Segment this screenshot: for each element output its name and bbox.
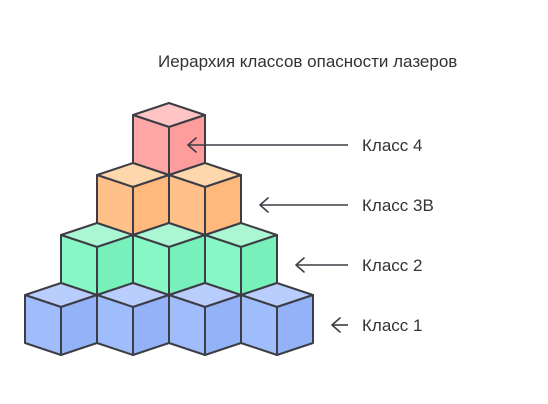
cube-level-3-1 — [60, 222, 134, 296]
cube-level-4-4 — [240, 282, 314, 356]
level-labels: Класс 4 Класс 3B Класс 2 Класс 1 — [362, 136, 434, 335]
arrow-head-icon — [295, 257, 305, 273]
level-label-1: Класс 4 — [362, 136, 422, 155]
cube-level-4-1 — [24, 282, 98, 356]
cube-level-3-3 — [204, 222, 278, 296]
level-label-4: Класс 1 — [362, 316, 422, 335]
diagram-title: Иерархия классов опасности лазеров — [158, 52, 457, 71]
cube-level-2-1 — [96, 162, 170, 236]
cube-level-3-2 — [132, 222, 206, 296]
level-label-2: Класс 3B — [362, 196, 434, 215]
cube-level-4-2 — [96, 282, 170, 356]
cube-level-1-1 — [132, 102, 206, 176]
arrow-head-icon — [187, 137, 197, 153]
cube-level-2-2 — [168, 162, 242, 236]
arrow-head-icon — [331, 317, 341, 333]
arrow-head-icon — [259, 197, 269, 213]
cube-level-4-3 — [168, 282, 242, 356]
level-arrows — [187, 137, 348, 333]
cube-right-face — [276, 294, 314, 356]
cube-pyramid — [24, 102, 314, 356]
level-label-3: Класс 2 — [362, 256, 422, 275]
